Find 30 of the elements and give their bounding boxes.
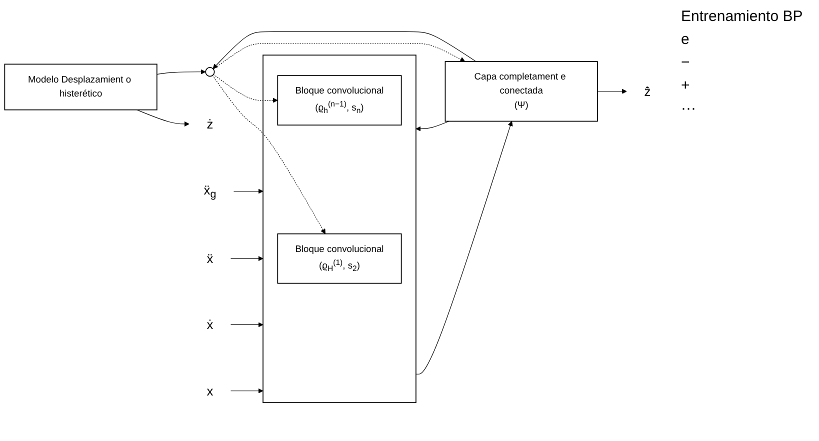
- arrow: [212, 75, 326, 234]
- arrow: [597, 88, 627, 94]
- arrow: [230, 322, 264, 328]
- arrow: [230, 388, 264, 394]
- node-text: ẍ: [206, 251, 214, 266]
- node-circle: [205, 67, 215, 77]
- arrow: [416, 120, 450, 132]
- arrow: [212, 31, 476, 69]
- node-text: ż: [206, 116, 214, 132]
- node-text: ẋ: [206, 317, 214, 332]
- arrow: [213, 74, 278, 103]
- node-text: x: [206, 384, 214, 398]
- arrow: [136, 110, 190, 127]
- cluster: [262, 54, 416, 404]
- arrow: [416, 121, 513, 374]
- node-box: Capa completament e conectada (Ψ): [444, 61, 598, 122]
- arrow: [156, 69, 206, 75]
- arrow: [230, 256, 264, 262]
- node-box: Bloque convolucional (ϱ$_{H}$$^{(1)}$, s$_{2}$): [277, 233, 402, 284]
- node-box: Bloque convolucional (ϱ$_{h}$$^{(n−1)}$, s$_{n}$): [277, 75, 402, 126]
- arrow: [213, 43, 466, 70]
- arrow: [233, 188, 264, 194]
- note-label: +: [681, 77, 690, 94]
- node-box: Modelo Desplazamient o histerético: [4, 64, 158, 110]
- node-text: ẑ̇: [644, 84, 651, 99]
- note-label: −: [681, 54, 690, 71]
- note-label: ···: [681, 100, 696, 117]
- note-label: Entrenamiento BP: [681, 8, 803, 25]
- node-text: ẍ$_{g}$: [204, 182, 216, 200]
- note-label: e: [681, 31, 690, 48]
